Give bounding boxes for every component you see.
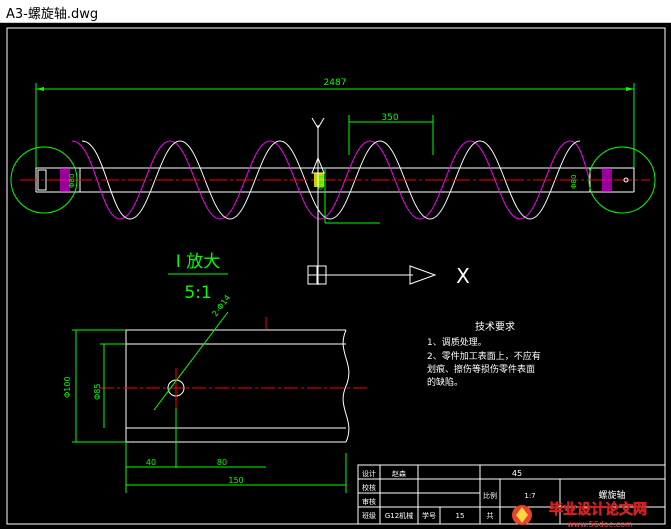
dim-hole: 2-Φ14 xyxy=(210,293,232,318)
tb-id-value: 15 xyxy=(456,512,465,520)
tb-sheet-label: 共 xyxy=(487,511,494,520)
tb-part-name: 螺旋轴 xyxy=(598,489,625,501)
tb-class-value: G12机械 xyxy=(385,511,413,520)
ucs-icon: Y X xyxy=(307,117,470,288)
window-title: A3-螺旋轴.dwg xyxy=(6,7,99,22)
site-watermark: 毕业设计论文网 www.56doc.com xyxy=(512,501,647,529)
detail-circle-left: Φ80 xyxy=(10,146,78,214)
detail-circle-right: Φ80 xyxy=(570,146,656,214)
technical-requirements: 技术要求 1、调质处理。 2、零件加工表面上，不应有 划痕、擦伤等损伤零件表面 … xyxy=(427,320,541,388)
tb-id-label: 学号 xyxy=(422,511,436,520)
tech-req-line-4: 的缺陷。 xyxy=(427,376,463,388)
spiral-flight xyxy=(71,140,591,220)
tb-check-label: 校核 xyxy=(362,483,376,492)
ucs-x-label: X xyxy=(456,264,470,288)
dim-offset-80: 80 xyxy=(217,458,227,467)
dim-shaft-dia: Φ80 xyxy=(317,176,325,190)
tb-material: 45 xyxy=(512,469,522,478)
dim-overall-length: 2487 xyxy=(35,78,635,183)
dim-pitch: 350 xyxy=(348,113,434,155)
dim-right-dia: Φ80 xyxy=(570,175,578,189)
dim-pitch-text: 350 xyxy=(381,113,398,123)
detail-label-text: I 放大 xyxy=(176,252,220,272)
detail-scale-text: 5:1 xyxy=(184,283,211,303)
title-block-text: 设计 赵森 校核 审核 班级 G12机械 学号 15 45 比例 1:7 螺旋轴… xyxy=(362,469,626,520)
tb-review-label: 审核 xyxy=(362,497,376,506)
dim-length-150: 150 xyxy=(228,476,243,485)
title-block xyxy=(357,464,666,525)
watermark-url: www.56doc.com xyxy=(567,520,633,529)
dim-tube-od: Φ100 xyxy=(63,376,72,398)
enlarged-detail: 2-Φ14 Φ100 Φ85 40 80 150 xyxy=(63,293,370,493)
drawing-frame xyxy=(6,27,666,525)
shaft-body xyxy=(35,167,635,193)
dim-offset-40: 40 xyxy=(146,458,156,467)
window-titlebar: A3-螺旋轴.dwg xyxy=(0,0,671,23)
tb-design-label: 设计 xyxy=(362,469,376,478)
tb-scale-value: 1:7 xyxy=(524,492,535,500)
tech-req-line-1: 1、调质处理。 xyxy=(427,336,487,348)
tech-req-line-2: 2、零件加工表面上，不应有 xyxy=(427,350,541,362)
watermark-text: 毕业设计论文网 xyxy=(549,501,647,518)
tb-design-value: 赵森 xyxy=(392,469,406,478)
tech-req-title: 技术要求 xyxy=(475,320,515,333)
tech-req-line-3: 划痕、擦伤等损伤零件表面 xyxy=(427,363,535,375)
tb-class-label: 班级 xyxy=(362,511,376,520)
detail-view-label: I 放大 5:1 xyxy=(168,252,228,303)
dim-tube-id: Φ85 xyxy=(93,384,102,400)
dim-overall-length-text: 2487 xyxy=(324,78,347,88)
dim-left-dia: Φ80 xyxy=(68,174,76,188)
tb-scale-label: 比例 xyxy=(483,491,497,500)
cad-canvas[interactable]: 2487 350 Φ80 Φ80 xyxy=(0,23,671,529)
